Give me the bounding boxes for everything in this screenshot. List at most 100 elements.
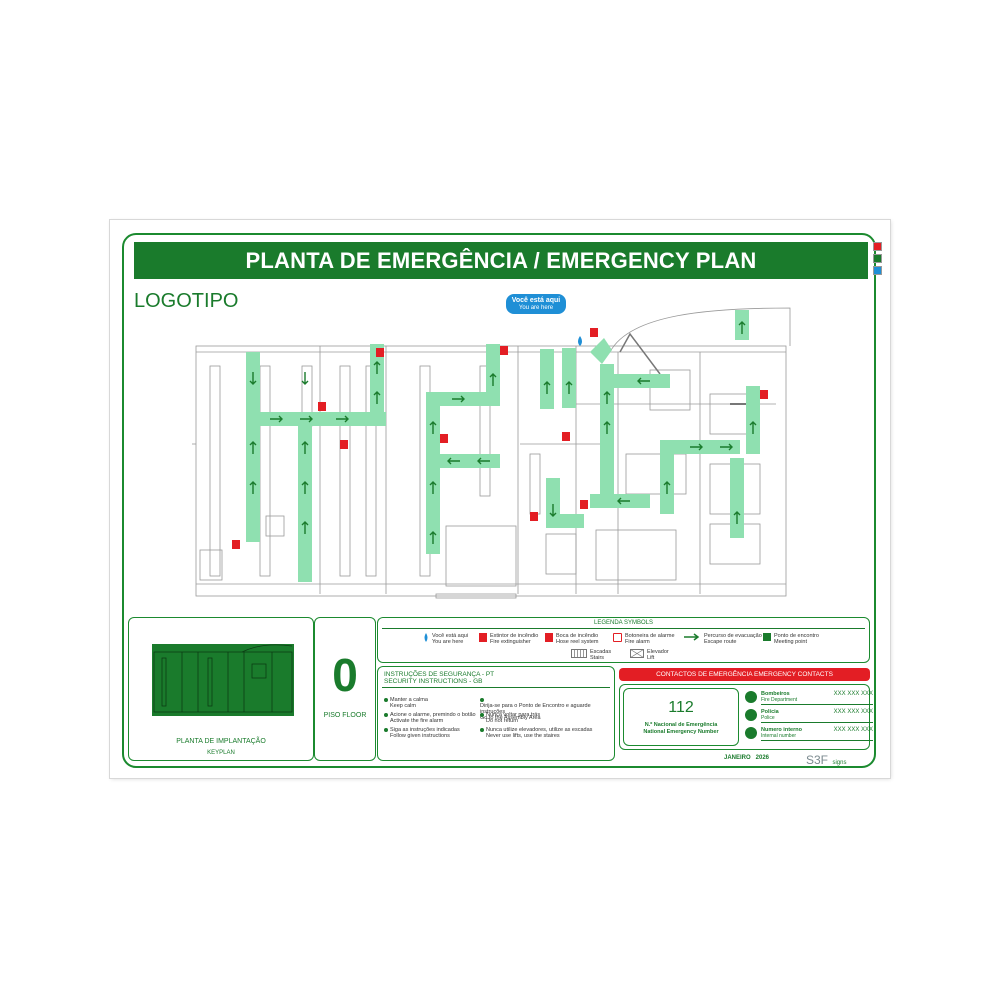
fire-alarm-icon xyxy=(613,633,622,642)
sheet-border xyxy=(122,233,876,768)
national-number-pt: N.º Nacional de Emergência xyxy=(644,722,718,728)
national-number-en: National Emergency Number xyxy=(643,729,719,735)
contact-row-internal: Numero interno Internal number XXX XXX X… xyxy=(745,727,873,741)
bullet-icon xyxy=(384,698,388,702)
emergency-plan-sheet: PLANTA DE EMERGÊNCIA / EMERGENCY PLAN LO… xyxy=(110,220,890,778)
brand-logo: S3F signs xyxy=(806,751,846,769)
legend-divider xyxy=(382,628,865,629)
fire-extinguisher-markers xyxy=(232,328,768,549)
floor-plan xyxy=(192,307,791,599)
callout-pt: Você está aqui xyxy=(511,297,561,304)
legend-escape-route-en: Escape route xyxy=(704,639,737,645)
contacts-title: CONTACTOS DE EMERGÊNCIA EMERGENCY CONTAC… xyxy=(656,671,833,678)
instruction-1-pt: Manter a calma xyxy=(390,697,428,703)
legend-hose-reel-en: Hose reel system xyxy=(556,639,599,645)
bullet-icon xyxy=(384,713,388,717)
lift-icon xyxy=(630,649,644,658)
instruction-6: Nunca utilize elevadores, utilize as esc… xyxy=(480,727,592,739)
contact-police-name: Polícia xyxy=(761,709,779,715)
curved-facade xyxy=(609,307,791,353)
legend-lift-pt: Elevador xyxy=(647,649,669,655)
national-number: 112 xyxy=(668,699,694,716)
callout-en: You are here xyxy=(518,305,554,311)
keyplan-label-pt: PLANTA DE IMPLANTAÇÃO xyxy=(176,738,266,745)
contact-internal-name: Numero interno xyxy=(761,727,802,733)
escape-route-icon xyxy=(684,633,700,641)
contact-internal-underline xyxy=(761,740,873,741)
bullet-icon xyxy=(480,728,484,732)
contact-police-number: XXX XXX XXX xyxy=(833,709,873,715)
contact-row-fire: Bombeiros Fire Department XXX XXX XXX xyxy=(745,691,873,705)
legend-fire-alarm-pt: Botoneira de alarme xyxy=(625,633,675,639)
legend-you-are-here-pt: Você está aqui xyxy=(432,633,469,639)
contact-fire-name: Bombeiros xyxy=(761,691,790,697)
legend-lift-en: Lift xyxy=(647,655,655,661)
legend-hose-reel-pt: Boca de incêndio xyxy=(556,633,599,639)
national-number-box: 112 N.º Nacional de Emergência National … xyxy=(623,688,739,746)
bullet-icon xyxy=(480,713,484,717)
contact-fire-underline xyxy=(761,704,873,705)
instruction-3-pt: Siga as instruções indicadas xyxy=(390,727,460,733)
keyplan-thumbnail xyxy=(152,644,294,716)
contact-police-sub: Police xyxy=(761,715,775,721)
logo-placeholder: LOGOTIPO xyxy=(134,290,239,312)
legend-title: LEGENDA SYMBOLS xyxy=(593,620,654,626)
bullet-icon xyxy=(480,698,484,702)
contact-police-underline xyxy=(761,722,873,723)
you-are-here-callout: Você está aqui You are here xyxy=(506,294,566,314)
instruction-4-pt: Dirija-se para o Ponto de Encontro e agu… xyxy=(480,703,591,715)
contact-row-police: Polícia Police XXX XXX XXX xyxy=(745,709,873,723)
contact-fire-sub: Fire Department xyxy=(761,697,798,703)
instruction-6-en: Never use lifts, use the staires xyxy=(486,733,560,739)
instruction-2-pt: Acione o alarme, premindo o botão xyxy=(390,712,476,718)
page-title: PLANTA DE EMERGÊNCIA / EMERGENCY PLAN xyxy=(134,242,868,279)
instruction-2-en: Activate the fire alarm xyxy=(390,718,444,724)
legend-you-are-here-en: You are here xyxy=(432,639,464,645)
instruction-3-en: Follow given instructions xyxy=(390,733,450,739)
blue-swatch xyxy=(873,266,882,275)
legend-stairs-pt: Escadas xyxy=(590,649,612,655)
hose-reel-icon xyxy=(545,633,553,642)
instructions-title-pt: INSTRUÇÕES DE SEGURANÇA - PT xyxy=(384,671,495,678)
legend-meeting-point-en: Meeting point xyxy=(774,639,808,645)
color-swatches xyxy=(873,242,882,278)
green-swatch xyxy=(873,254,882,263)
brand-sub: signs xyxy=(832,760,847,766)
stairs-icon xyxy=(571,649,587,658)
legend-stairs-en: Stairs xyxy=(590,655,605,661)
brand-name: S3F xyxy=(806,753,829,767)
instruction-5-en: Do not return xyxy=(486,718,519,724)
contact-internal-number: XXX XXX XXX xyxy=(833,727,873,733)
red-swatch xyxy=(873,242,882,251)
keyplan-label-en: KEYPLAN xyxy=(207,750,235,756)
fire-extinguisher-icon xyxy=(479,633,487,642)
instruction-1-en: Keep calm xyxy=(390,703,416,709)
floor-number: 0 xyxy=(332,649,358,701)
you-are-here-marker xyxy=(578,336,582,346)
police-icon xyxy=(745,709,757,721)
you-are-here-icon xyxy=(424,633,428,642)
floor-box: 0 PISO FLOOR xyxy=(314,617,376,761)
bullet-icon xyxy=(384,728,388,732)
floor-label: PISO FLOOR xyxy=(323,712,367,719)
instructions-divider xyxy=(382,687,610,688)
contacts-box: 112 N.º Nacional de Emergência National … xyxy=(619,684,873,750)
instructions-title-en: SECURITY INSTRUCTIONS - GB xyxy=(384,678,483,685)
route-arrows xyxy=(249,321,757,544)
instruction-5-pt: Nunca voltar para trás xyxy=(486,712,541,718)
contact-internal-sub: Internal number xyxy=(761,733,797,739)
keyplan-lines xyxy=(153,644,293,713)
phone-icon xyxy=(745,727,757,739)
footer-date: JANEIRO 2026 xyxy=(724,755,770,761)
